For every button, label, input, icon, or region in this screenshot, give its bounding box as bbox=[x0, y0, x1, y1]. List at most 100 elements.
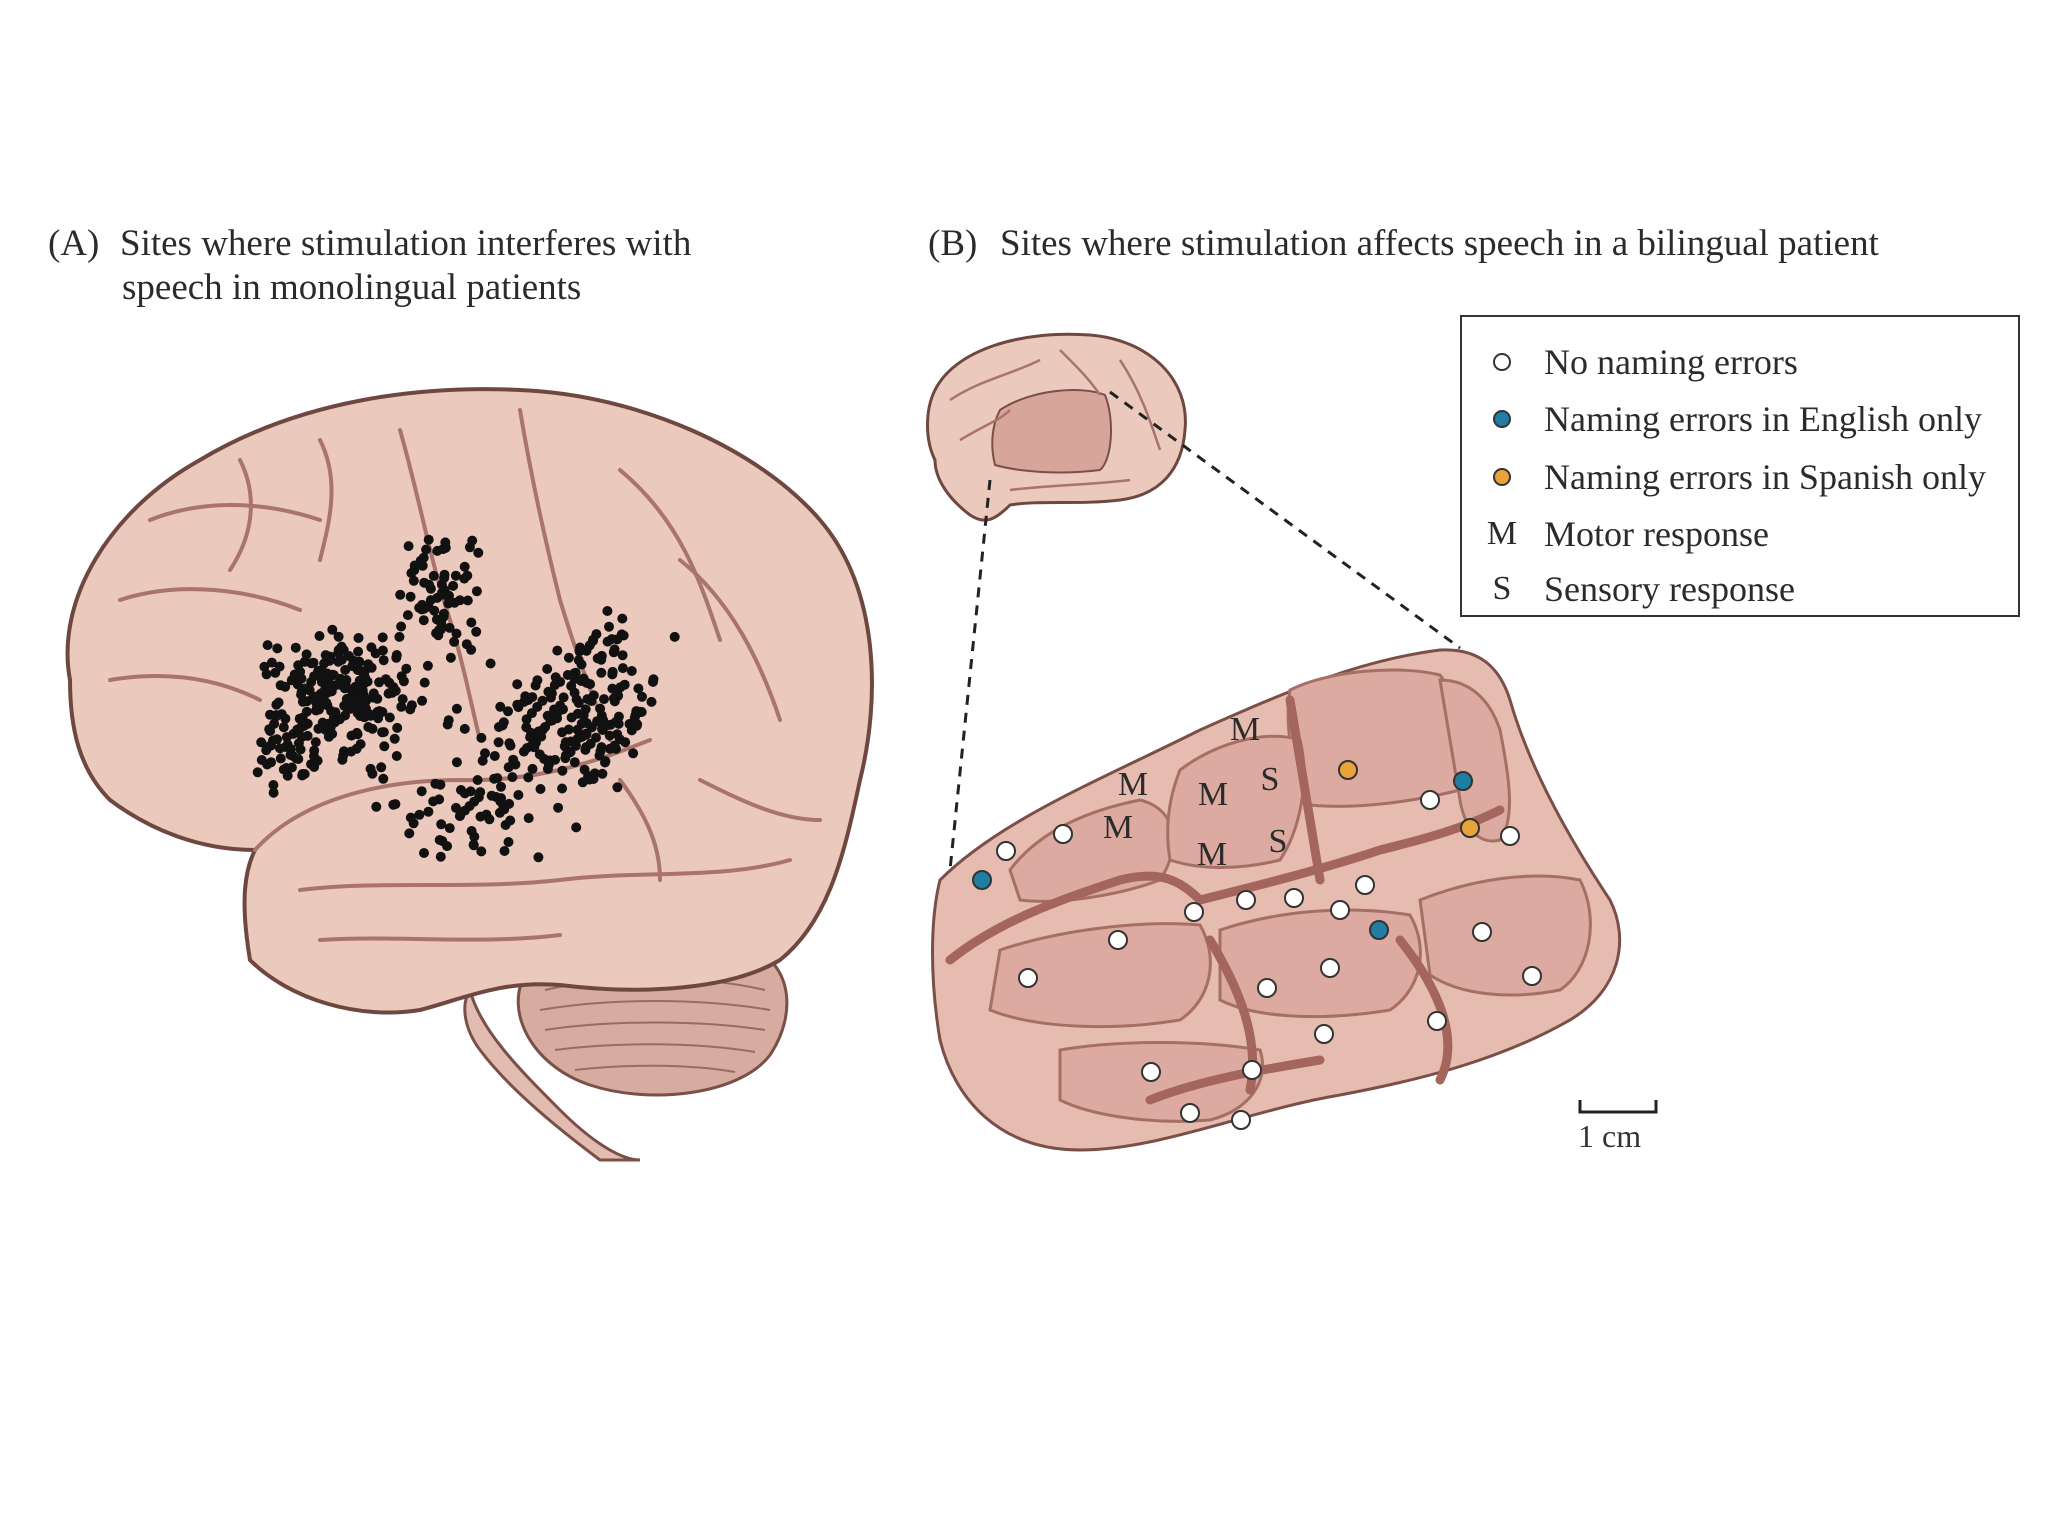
monolingual-site-dot bbox=[396, 701, 407, 712]
legend-label: Naming errors in Spanish only bbox=[1544, 457, 1986, 497]
monolingual-site-dot bbox=[354, 657, 365, 668]
monolingual-site-dot bbox=[363, 722, 374, 732]
monolingual-site-dot bbox=[533, 852, 544, 863]
monolingual-site-dot bbox=[406, 568, 417, 579]
no-naming-error-site bbox=[1427, 1011, 1447, 1031]
monolingual-site-dot bbox=[542, 763, 553, 774]
panel-a-title: (A)Sites where stimulation interferes wi… bbox=[48, 222, 808, 310]
monolingual-site-dot bbox=[451, 703, 462, 714]
monolingual-site-dot bbox=[628, 748, 639, 759]
monolingual-site-dot bbox=[597, 768, 608, 779]
monolingual-site-dot bbox=[451, 628, 462, 639]
sensory-response-letter: S bbox=[1261, 761, 1280, 798]
monolingual-site-dot bbox=[486, 790, 497, 801]
monolingual-site-dot bbox=[376, 762, 387, 773]
monolingual-site-dot bbox=[579, 764, 590, 775]
monolingual-site-dot bbox=[576, 659, 587, 670]
monolingual-site-dot bbox=[422, 660, 433, 671]
motor-letter-key: M bbox=[1486, 515, 1518, 552]
monolingual-site-dot bbox=[523, 813, 534, 824]
monolingual-site-dot bbox=[310, 737, 321, 748]
monolingual-site-dot bbox=[287, 750, 298, 761]
motor-response-letter: M bbox=[1197, 836, 1227, 873]
monolingual-site-dot bbox=[646, 696, 657, 707]
monolingual-site-dot bbox=[443, 598, 454, 609]
monolingual-site-dot bbox=[262, 640, 273, 651]
no-naming-error-site bbox=[1472, 922, 1492, 942]
no-naming-error-site bbox=[1184, 902, 1204, 922]
monolingual-site-dot bbox=[450, 570, 461, 581]
no-naming-error-site bbox=[1420, 790, 1440, 810]
monolingual-site-dot bbox=[337, 754, 348, 765]
monolingual-site-dot bbox=[549, 680, 560, 691]
monolingual-site-dot bbox=[574, 732, 585, 743]
monolingual-site-dot bbox=[274, 661, 285, 672]
monolingual-site-dot bbox=[290, 642, 301, 653]
spanish-error-site bbox=[1338, 760, 1358, 780]
monolingual-site-dot bbox=[485, 658, 496, 669]
monolingual-site-dot bbox=[275, 753, 286, 764]
monolingual-site-dot bbox=[444, 823, 455, 834]
no-naming-error-site bbox=[1180, 1103, 1200, 1123]
legend-label: Naming errors in English only bbox=[1544, 399, 1982, 439]
scale-bar bbox=[1578, 1100, 1658, 1114]
monolingual-site-dot bbox=[294, 713, 305, 724]
legend-item-english: Naming errors in English only bbox=[1482, 394, 1982, 444]
monolingual-site-dot bbox=[272, 643, 283, 654]
monolingual-site-dot bbox=[282, 739, 293, 750]
monolingual-site-dot bbox=[617, 650, 628, 661]
monolingual-site-dot bbox=[669, 631, 680, 642]
monolingual-site-dot bbox=[278, 722, 289, 733]
monolingual-site-dot bbox=[471, 586, 482, 597]
brainstem bbox=[463, 986, 641, 1162]
monolingual-site-dot bbox=[336, 641, 347, 652]
monolingual-site-dot bbox=[571, 694, 582, 705]
monolingual-site-dot bbox=[604, 621, 614, 632]
monolingual-site-dot bbox=[429, 605, 440, 616]
monolingual-site-dot bbox=[263, 741, 274, 752]
monolingual-site-dot bbox=[489, 751, 500, 761]
monolingual-site-dot bbox=[574, 646, 585, 657]
monolingual-site-dot bbox=[507, 772, 518, 783]
monolingual-site-dot bbox=[275, 743, 285, 754]
monolingual-site-dot bbox=[588, 774, 599, 784]
monolingual-site-dot bbox=[508, 754, 519, 765]
monolingual-site-dot bbox=[451, 757, 462, 768]
monolingual-site-dot bbox=[518, 746, 529, 757]
monolingual-site-dot bbox=[532, 675, 543, 686]
monolingual-site-dot bbox=[495, 701, 506, 712]
monolingual-site-dot bbox=[527, 692, 538, 703]
legend-label: No naming errors bbox=[1544, 342, 1798, 382]
monolingual-site-dot bbox=[559, 741, 570, 752]
monolingual-site-dot bbox=[495, 796, 506, 807]
monolingual-site-dot bbox=[602, 606, 613, 616]
motor-response-letter: M bbox=[1103, 809, 1133, 846]
monolingual-site-dot bbox=[569, 668, 580, 679]
no-naming-error-site bbox=[1018, 968, 1038, 988]
monolingual-site-dot bbox=[402, 610, 413, 621]
monolingual-site-dot bbox=[333, 631, 344, 642]
monolingual-site-dot bbox=[537, 695, 548, 706]
monolingual-site-dot bbox=[637, 691, 647, 702]
monolingual-site-dot bbox=[489, 773, 500, 784]
monolingual-site-dot bbox=[445, 652, 456, 663]
monolingual-site-dot bbox=[268, 780, 279, 790]
monolingual-site-dot bbox=[512, 679, 523, 690]
brain-sulci bbox=[108, 408, 822, 942]
no-naming-error-site bbox=[1284, 888, 1304, 908]
monolingual-site-dot bbox=[314, 631, 325, 641]
monolingual-site-dot bbox=[626, 666, 637, 676]
monolingual-site-dot bbox=[353, 646, 364, 657]
monolingual-site-dot bbox=[557, 765, 568, 776]
monolingual-site-dot bbox=[498, 717, 509, 728]
monolingual-site-dot bbox=[435, 779, 446, 790]
legend: No naming errors Naming errors in Englis… bbox=[1460, 315, 2020, 617]
exposed-region-small bbox=[991, 389, 1113, 474]
monolingual-site-dot bbox=[377, 632, 388, 643]
monolingual-site-dot bbox=[513, 790, 524, 800]
monolingual-site-dot bbox=[604, 730, 615, 741]
monolingual-site-dot bbox=[569, 757, 580, 768]
monolingual-site-dot bbox=[357, 685, 368, 696]
